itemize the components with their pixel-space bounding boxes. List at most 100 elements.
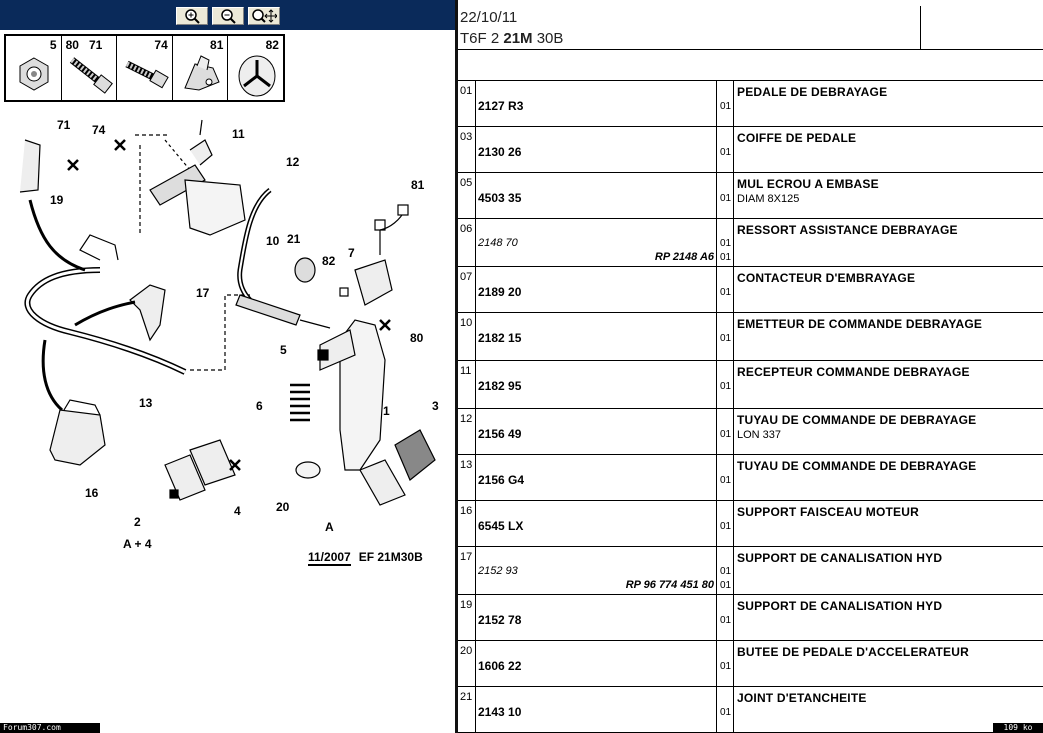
legend-item-74: 74	[117, 36, 173, 100]
legend-item-5: 5	[6, 36, 62, 100]
zoom-fit-button[interactable]	[248, 7, 280, 25]
ref-alt: 2152 93	[478, 565, 518, 577]
ref-cell: 1606 22	[476, 641, 717, 686]
callout-71: 71	[57, 118, 71, 132]
site-watermark: Forum307.com	[0, 723, 100, 733]
support-16	[49, 409, 106, 466]
callout-6: 6	[256, 399, 263, 413]
spring-6	[290, 383, 310, 422]
qty: 01	[720, 661, 732, 672]
callout-3: 3	[432, 399, 439, 413]
callout-16: 16	[85, 486, 99, 500]
header-code: T6F 2 21M 30B	[460, 30, 563, 47]
zoom-out-icon	[221, 9, 236, 24]
seal-21	[294, 257, 316, 283]
legend-number: 81	[210, 38, 224, 52]
row-index: 21	[458, 687, 476, 732]
callout-82: 82	[322, 254, 336, 268]
master-cylinder-10	[235, 294, 301, 326]
flange-nut-icon	[19, 57, 49, 91]
callout-17: 17	[196, 286, 210, 300]
ref-number: 2127 R3	[478, 99, 524, 113]
qty-cell: 01	[717, 81, 734, 126]
ref-number: 2143 10	[478, 705, 522, 719]
bolt-icon	[69, 57, 113, 94]
description: SUPPORT FAISCEAU MOTEUR	[737, 505, 919, 519]
file-size: 109 ko	[993, 723, 1043, 733]
ref-cell: 2182 95	[476, 361, 717, 408]
qty: 01	[720, 193, 732, 204]
ref-replacement: RP 2148 A6	[654, 251, 714, 263]
qty-alt: 01	[720, 566, 732, 577]
ref-number: 1606 22	[478, 659, 522, 673]
callout-12: 12	[286, 155, 300, 169]
parts-legend: 5 80 71 74 81 82	[4, 34, 285, 102]
description: PEDALE DE DEBRAYAGE	[737, 85, 888, 99]
zoom-in-button[interactable]	[176, 7, 208, 25]
row-index: 01	[458, 81, 476, 126]
support-17	[129, 284, 166, 342]
callout-10: 10	[266, 234, 280, 248]
row-index: 13	[458, 455, 476, 500]
header-separator	[920, 6, 921, 50]
description: SUPPORT DE CANALISATION HYD	[737, 599, 943, 613]
ref-number: 4503 35	[478, 191, 522, 205]
pedal-pad-3	[394, 429, 436, 481]
blank-row	[458, 50, 1043, 81]
viewer-toolbar	[0, 0, 455, 30]
legend-number: 74	[154, 38, 168, 52]
callout-19: 19	[50, 193, 64, 207]
ref-number: 2182 15	[478, 331, 522, 345]
zoom-out-button[interactable]	[212, 7, 244, 25]
desc-cell: CONTACTEUR D'EMBRAYAGE	[734, 267, 1043, 312]
desc-cell: BUTEE DE PEDALE D'ACCELERATEUR	[734, 641, 1043, 686]
qty-cell: 01	[717, 595, 734, 640]
qty-cell: 01	[717, 687, 734, 732]
ref-number: 6545 LX	[478, 519, 524, 533]
zoom-fit-icon	[252, 9, 277, 23]
callout-5: 5	[280, 343, 287, 357]
ref-cell: 2156 G4	[476, 455, 717, 500]
qty: 01	[720, 475, 732, 486]
star-washer-icon	[238, 55, 276, 97]
callout-20: 20	[276, 500, 290, 514]
row-index: 17	[458, 547, 476, 594]
row-index: 10	[458, 313, 476, 360]
legend-number: 82	[265, 38, 279, 52]
description: JOINT D'ETANCHEITE	[737, 691, 867, 705]
clip-icon	[184, 55, 220, 91]
ref-cell: 2127 R3	[476, 81, 717, 126]
zoom-in-icon	[185, 9, 200, 24]
qty: 01	[720, 333, 732, 344]
qty: 01	[720, 252, 732, 263]
table-header: 22/10/11 T6F 2 21M 30B	[458, 0, 1043, 50]
ref-replacement: RP 96 774 451 80	[625, 579, 714, 591]
qty: 01	[720, 147, 732, 158]
stamp-ref: EF 21M30B	[358, 550, 423, 564]
header-date: 22/10/11	[460, 9, 518, 26]
slave-cylinder-11	[149, 164, 206, 206]
panel-divider[interactable]	[455, 0, 458, 733]
legend-item-81: 81	[173, 36, 229, 100]
qty-cell: 01	[717, 641, 734, 686]
callout-7: 7	[348, 246, 355, 260]
ref-cell: 2156 49	[476, 409, 717, 454]
qty: 01	[720, 580, 732, 591]
row-index: 06	[458, 219, 476, 266]
diagram-panel: 5 80 71 74 81 82	[0, 0, 455, 733]
